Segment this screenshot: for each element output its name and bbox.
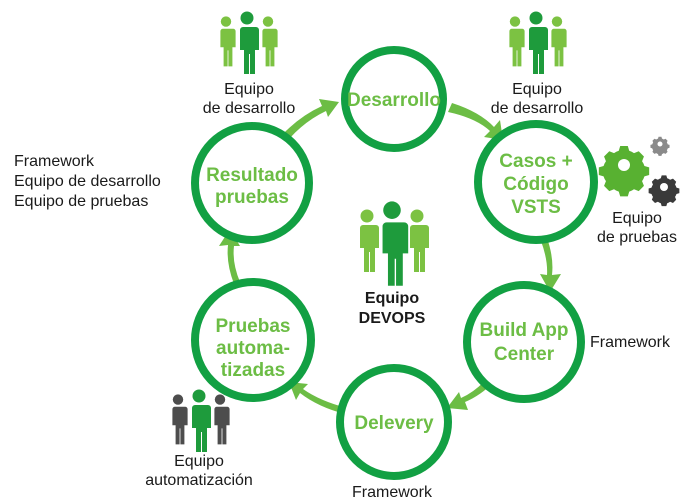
results-group-line1: Framework xyxy=(14,153,95,170)
node-pruebas[interactable]: Pruebas automa- tizadas xyxy=(191,278,315,402)
arrow-casos-to-build xyxy=(540,238,561,292)
node-casos[interactable]: Casos + Código VSTS xyxy=(474,120,598,244)
dev-team-left-caption-2: de desarrollo xyxy=(203,100,296,117)
gears-icon xyxy=(598,136,680,207)
automation-team-icon xyxy=(170,389,230,452)
node-casos-label-2: Código xyxy=(503,174,568,195)
arrow-desarrollo-to-casos xyxy=(448,103,503,140)
node-build-label-1: Build App xyxy=(480,320,569,341)
results-group-line2: Equipo de desarrollo xyxy=(14,173,161,190)
test-team-caption-1: Equipo xyxy=(612,210,662,227)
team-icon xyxy=(358,201,429,286)
arrow-delevery-to-pruebas xyxy=(289,382,347,414)
node-delevery[interactable]: Delevery xyxy=(336,364,452,480)
results-group-line3: Equipo de pruebas xyxy=(14,193,148,210)
node-casos-label-3: VSTS xyxy=(511,197,561,218)
node-build-label-2: Center xyxy=(494,344,555,365)
node-resultado-label-1: Resultado xyxy=(206,165,298,186)
center-title-line1: Equipo xyxy=(365,290,419,307)
node-resultado-label-2: pruebas xyxy=(215,187,289,208)
automation-team-caption-1: Equipo xyxy=(174,453,224,470)
test-team-caption-2: de pruebas xyxy=(597,229,677,246)
dev-team-right-caption-1: Equipo xyxy=(512,81,562,98)
node-build[interactable]: Build App Center xyxy=(463,281,585,403)
node-casos-label-1: Casos + xyxy=(499,151,572,172)
node-delevery-label: Delevery xyxy=(354,413,434,434)
build-framework-caption: Framework xyxy=(590,334,671,351)
node-desarrollo-label: Desarrollo xyxy=(347,90,441,111)
node-pruebas-label-1: Pruebas xyxy=(216,316,291,337)
arrow-resultado-to-desarrollo xyxy=(282,99,339,139)
dev-team-right-caption-2: de desarrollo xyxy=(491,100,584,117)
delivery-framework-caption: Framework xyxy=(352,484,433,501)
node-pruebas-label-3: tizadas xyxy=(221,360,285,381)
arrow-pruebas-to-resultado xyxy=(219,229,240,284)
dev-team-right-icon xyxy=(507,11,567,74)
automation-team-caption-2: automatización xyxy=(145,472,253,489)
dev-team-left-caption-1: Equipo xyxy=(224,81,274,98)
dev-team-left-icon xyxy=(218,11,278,74)
node-desarrollo[interactable]: Desarrollo xyxy=(341,46,447,152)
center-title-line2: DEVOPS xyxy=(359,310,426,327)
node-resultado[interactable]: Resultado pruebas xyxy=(191,122,313,244)
node-pruebas-label-2: automa- xyxy=(216,338,290,359)
